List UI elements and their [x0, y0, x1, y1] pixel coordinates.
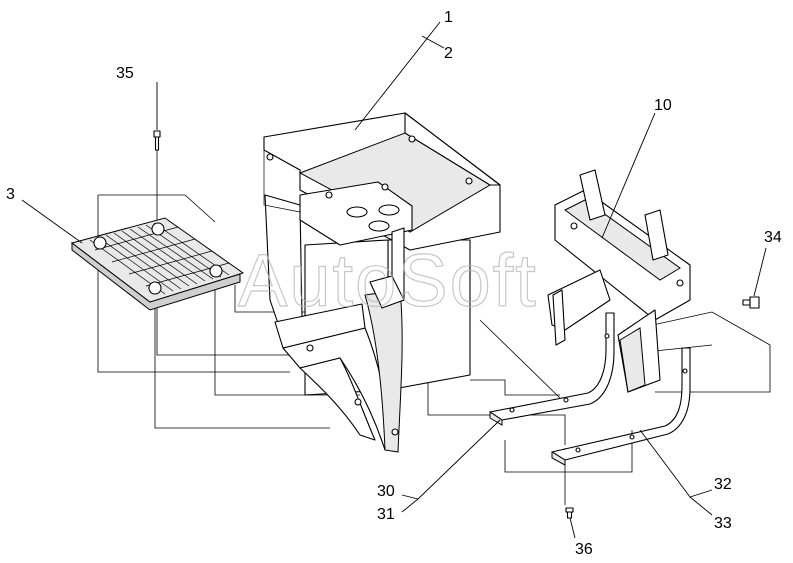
bolt-34 [742, 296, 760, 309]
watermark-text: AutoSoft [238, 239, 538, 322]
mounting-bracket-10 [547, 169, 691, 393]
support-bracket-32-33 [551, 347, 691, 466]
battery-box-assembly [263, 112, 501, 453]
callout-32: 32 [714, 476, 732, 493]
support-bracket-30-31 [489, 312, 615, 426]
leader-lines [21, 21, 767, 539]
callout-31: 31 [377, 506, 395, 523]
callout-34: 34 [764, 229, 782, 246]
callout-labels: 1 2 3 10 30 31 32 33 34 35 36 [6, 9, 782, 558]
callout-1: 1 [444, 9, 453, 26]
screw-36 [565, 507, 574, 519]
callout-30: 30 [377, 483, 395, 500]
callout-33: 33 [714, 515, 732, 532]
callout-35: 35 [116, 65, 134, 82]
callout-10: 10 [654, 97, 672, 114]
bolt-35 [153, 130, 161, 151]
callout-3: 3 [6, 186, 15, 203]
callout-2: 2 [444, 45, 453, 62]
callout-36: 36 [575, 541, 593, 558]
step-grating-plate [70, 217, 245, 311]
